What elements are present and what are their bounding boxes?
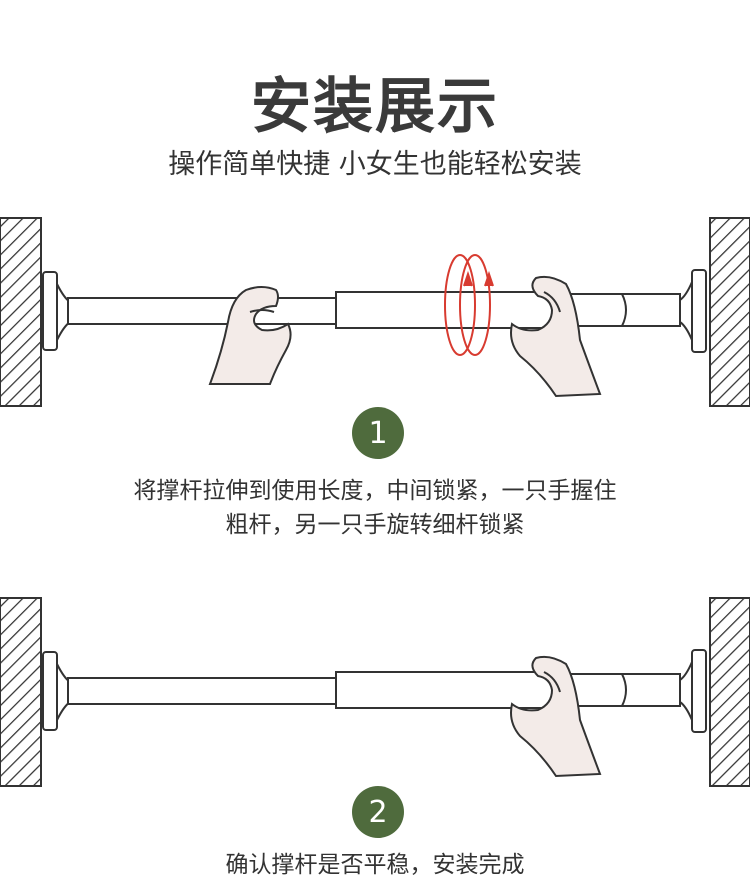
thin-tube-left <box>67 297 344 325</box>
step-2-description: 确认撑杆是否平稳，安装完成 <box>0 848 750 882</box>
left-hand-icon <box>208 286 292 385</box>
left-wall <box>0 597 42 787</box>
right-hand-icon <box>510 275 602 398</box>
right-wall <box>709 217 750 407</box>
step-1-line-2: 粗杆，另一只手旋转细杆锁紧 <box>225 512 525 538</box>
page-subtitle: 操作简单快捷 小女生也能轻松安装 <box>168 149 582 180</box>
step-1-badge: 1 <box>352 407 404 459</box>
left-end-cap <box>42 651 71 731</box>
thick-tube <box>335 671 555 709</box>
right-end-cap <box>679 649 707 733</box>
step-1-illustration <box>0 217 750 407</box>
right-wall <box>709 597 750 787</box>
step-2-line-1: 确认撑杆是否平稳，安装完成 <box>225 852 525 878</box>
rotation-arrow-icon <box>444 254 494 356</box>
step-1-description: 将撑杆拉伸到使用长度，中间锁紧，一只手握住 粗杆，另一只手旋转细杆锁紧 <box>0 474 750 542</box>
left-end-cap <box>42 271 71 351</box>
right-end-cap <box>679 269 707 353</box>
left-wall <box>0 217 42 407</box>
thin-tube-left <box>67 677 344 705</box>
step-1-line-1: 将撑杆拉伸到使用长度，中间锁紧，一只手握住 <box>133 478 617 504</box>
step-2-illustration <box>0 597 750 787</box>
hand-icon <box>510 655 602 778</box>
page-title: 安装展示 <box>251 72 499 142</box>
step-2-badge: 2 <box>352 786 404 838</box>
